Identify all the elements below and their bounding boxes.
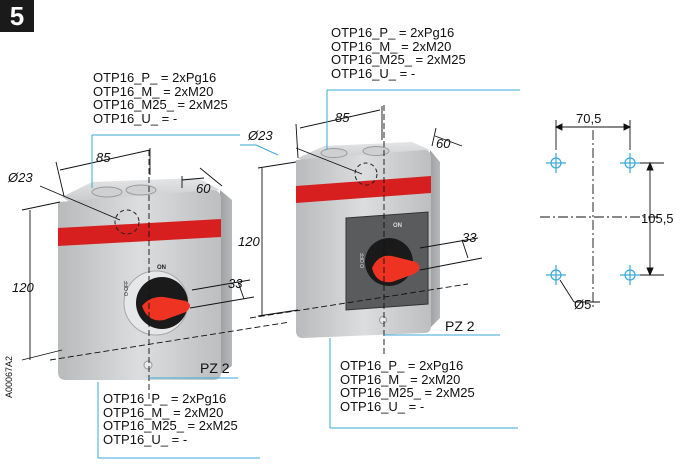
spec-line: OTP16_U_ = -: [93, 110, 178, 126]
spec-left-top: OTP16_P_ = 2xPg16 OTP16_M_ = 2xM20 OTP16…: [93, 71, 228, 125]
spec-line: OTP16_U_ = -: [331, 65, 416, 81]
right-enclosure: [296, 142, 440, 338]
dim-right-height: 120: [238, 234, 260, 249]
spec-line: OTP16_M25_ = 2xM25: [340, 385, 475, 401]
spec-line: OTP16_P_ = 2xPg16: [103, 391, 227, 406]
mounting-plan: [540, 120, 664, 310]
dim-left-hole: Ø23: [8, 170, 33, 185]
spec-line: OTP16_P_ = 2xPg16: [93, 70, 217, 85]
left-switch-handle: [142, 296, 190, 321]
left-hole-marker: [114, 209, 140, 235]
spec-line: OTP16_M25_ = 2xM25: [103, 418, 238, 434]
dim-right-hole: Ø23: [248, 128, 273, 143]
leader-lines: [91, 89, 520, 459]
dim-mount-vertical: 105,5: [641, 211, 674, 226]
dim-left-width: 85: [96, 150, 111, 165]
left-side-face: [220, 190, 232, 374]
pz-label-left: PZ 2: [200, 360, 230, 376]
spec-right-bottom: OTP16_P_ = 2xPg16 OTP16_M_ = 2xM20 OTP16…: [340, 359, 475, 413]
dim-mount-horizontal: 70,5: [576, 111, 602, 126]
spec-line: OTP16_M_ = 2xM20: [340, 371, 461, 387]
off-marking-left: O OFF: [124, 280, 130, 296]
spec-line: OTP16_M_ = 2xM20: [331, 38, 452, 54]
spec-line: OTP16_M_ = 2xM20: [103, 404, 224, 420]
on-marking-right: ON: [393, 223, 402, 229]
right-screw: [379, 316, 387, 324]
right-side-face: [430, 150, 440, 328]
right-red-band: [296, 176, 431, 203]
right-cable-entry-2: [362, 146, 390, 156]
spec-line: OTP16_U_ = -: [340, 398, 425, 414]
dim-left-depth: 60: [196, 181, 211, 196]
on-marking-left: ON: [157, 265, 166, 271]
right-hole-marker: [354, 162, 378, 186]
dim-left-handle: 33: [228, 276, 243, 291]
right-cable-entry-1: [320, 148, 348, 158]
left-screw: [143, 360, 153, 370]
spec-left-bottom: OTP16_P_ = 2xPg16 OTP16_M_ = 2xM20 OTP16…: [103, 392, 238, 446]
left-cable-entry-2: [125, 184, 157, 196]
spec-line: OTP16_P_ = 2xPg16: [331, 25, 455, 40]
figure-number: 5: [0, 0, 34, 32]
spec-right-top: OTP16_P_ = 2xPg16 OTP16_M_ = 2xM20 OTP16…: [331, 26, 466, 80]
spec-line: OTP16_M25_ = 2xM25: [331, 52, 466, 68]
dim-right-handle: 33: [462, 230, 477, 245]
spec-line: OTP16_U_ = -: [103, 431, 188, 447]
dimension-lines: [21, 105, 483, 400]
left-cable-entry-1: [91, 186, 123, 198]
dim-right-width: 85: [335, 110, 350, 125]
pz-label-right: PZ 2: [445, 318, 475, 334]
off-marking-right: O OFF: [360, 252, 366, 268]
dim-mount-hole: Ø5: [574, 297, 592, 312]
spec-line: OTP16_M25_ = 2xM25: [93, 97, 228, 113]
drawing-code: A00067A2: [4, 355, 14, 398]
dim-right-depth: 60: [436, 136, 451, 151]
spec-line: OTP16_M_ = 2xM20: [93, 83, 214, 99]
dim-left-height: 120: [12, 280, 34, 295]
left-red-band: [58, 219, 221, 246]
spec-line: OTP16_P_ = 2xPg16: [340, 358, 464, 373]
left-enclosure: [58, 178, 232, 380]
